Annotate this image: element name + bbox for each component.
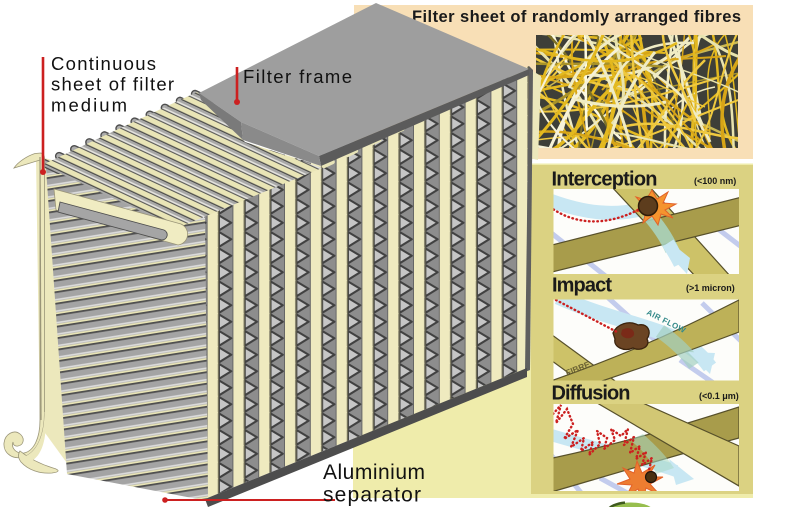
svg-text:(>1 micron): (>1 micron)	[686, 283, 735, 293]
svg-text:Filter sheet of randomly arran: Filter sheet of randomly arranged fibres	[412, 8, 741, 26]
svg-text:separator: separator	[323, 484, 421, 507]
svg-text:sheet of filter: sheet of filter	[51, 74, 174, 95]
svg-text:Filter frame: Filter frame	[243, 66, 352, 87]
svg-text:medium: medium	[51, 94, 127, 115]
svg-text:Aluminium: Aluminium	[323, 461, 425, 484]
svg-text:(<100 nm): (<100 nm)	[694, 176, 736, 186]
svg-text:(<0.1 μm): (<0.1 μm)	[699, 391, 739, 401]
svg-text:Impact: Impact	[552, 275, 612, 297]
svg-text:Diffusion: Diffusion	[552, 383, 631, 405]
svg-text:Interception: Interception	[552, 169, 658, 191]
svg-text:Continuous: Continuous	[51, 53, 156, 74]
